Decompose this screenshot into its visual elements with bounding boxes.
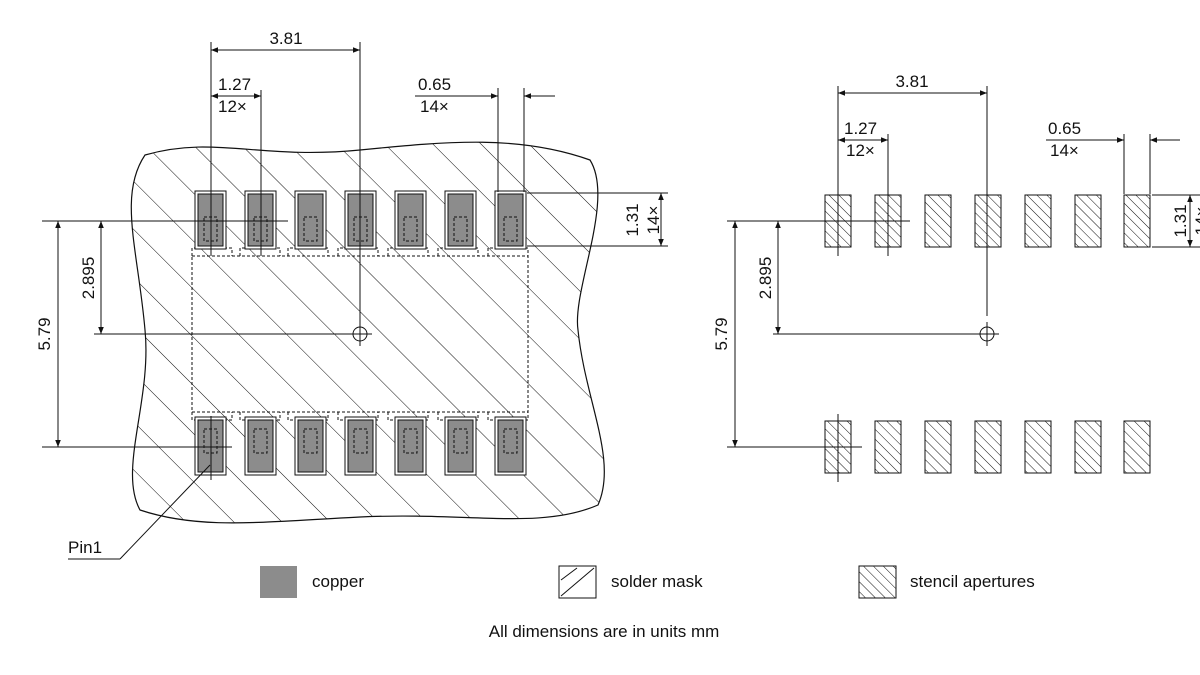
dimension-lines [55,47,664,560]
stencil-aperture [974,420,1002,474]
legend-solder-mask-label: solder mask [611,572,703,591]
lead-outline [303,428,318,454]
copper-pads-bottom [192,416,527,480]
stencil-aperture [1074,194,1102,248]
pad-pitch-label: 1.27 [218,75,251,94]
pad-width-count: 14× [420,97,449,116]
stencil-aperture [924,420,952,474]
stencil-pad-height-label: 1.31 [1171,204,1190,237]
stencil-aperture [1024,194,1052,248]
pad-width-label: 0.65 [418,75,451,94]
legend-copper-swatch [260,566,297,598]
lead-outline [503,216,518,242]
stencil-aperture [874,420,902,474]
lead-outline [253,428,268,454]
lead-outline [353,428,368,454]
stencil-aperture [1123,194,1151,248]
stencil-pad-pitch-count: 12× [846,141,875,160]
copper-pad [297,193,324,247]
legend: copper solder mask stencil apertures All… [260,565,1035,641]
stencil-pad-pitch-label: 1.27 [844,119,877,138]
legend-stencil-swatch [858,565,897,599]
footer-note: All dimensions are in units mm [489,622,720,641]
copper-pad [247,419,274,473]
copper-pad [447,193,474,247]
stencil-aperture [974,194,1002,248]
pin1-label: Pin1 [68,538,102,557]
lead-outline [503,428,518,454]
pad-height-count: 14× [644,206,663,235]
lead-outline [453,428,468,454]
stencil-apertures-bottom [820,414,1151,482]
legend-copper-label: copper [312,572,364,591]
stencil-extension-lines [727,86,1200,448]
row-span-label: 5.79 [35,317,54,350]
stencil-dimension-lines [732,90,1193,447]
copper-pad [397,193,424,247]
legend-stencil-label: stencil apertures [910,572,1035,591]
stencil-half-span-label: 2.895 [756,257,775,300]
copper-pad [447,419,474,473]
pad-height-label: 1.31 [623,203,642,236]
pitch-3-81-label: 3.81 [269,29,302,48]
copper-pad [347,419,374,473]
stencil-aperture [1024,420,1052,474]
stencil-view: 3.81 1.27 12× 0.65 14× 1.31 14× 5.79 2.8… [712,72,1200,482]
stencil-pad-width-count: 14× [1050,141,1079,160]
extension-lines [42,42,668,448]
lead-outline [403,216,418,242]
stencil-aperture [924,194,952,248]
stencil-pad-height-count: 14× [1192,207,1200,236]
stencil-aperture [1123,420,1151,474]
copper-pad [397,419,424,473]
copper-pad [297,419,324,473]
half-span-label: 2.895 [79,257,98,300]
copper-pad [497,419,524,473]
copper-pad [497,193,524,247]
stencil-aperture [1074,420,1102,474]
stencil-row-span-label: 5.79 [712,317,731,350]
lead-outline [303,216,318,242]
lead-outline [403,428,418,454]
stencil-pitch-label: 3.81 [895,72,928,91]
pad-pitch-count: 12× [218,97,247,116]
lead-outline [453,216,468,242]
stencil-pad-width-label: 0.65 [1048,119,1081,138]
land-pattern-view: 3.81 1.27 12× 0.65 14× 1.31 14× 5.79 2.8… [35,29,668,560]
